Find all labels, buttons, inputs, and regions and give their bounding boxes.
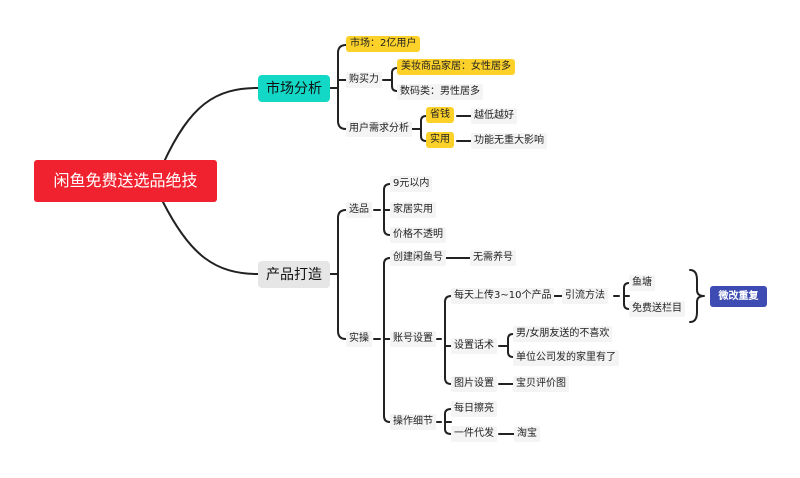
topic-daily-upload[interactable]: 每天上传3~10个产品: [451, 288, 555, 304]
topic-script-line-2[interactable]: 单位公司发的家里有了: [513, 350, 619, 366]
topic-selection[interactable]: 选品: [346, 202, 372, 218]
topic-free-column[interactable]: 免费送栏目: [629, 301, 685, 317]
topic-practical[interactable]: 实用: [426, 132, 454, 148]
topic-selection-item-1[interactable]: 9元以内: [390, 176, 433, 192]
topic-save-money-detail[interactable]: 越低越好: [471, 108, 517, 124]
topic-save-money[interactable]: 省钱: [426, 107, 454, 123]
topic-product-building[interactable]: 产品打造: [258, 261, 330, 288]
topic-set-script[interactable]: 设置话术: [451, 338, 497, 354]
topic-market-analysis[interactable]: 市场分析: [258, 75, 330, 102]
topic-buying-power[interactable]: 购买力: [346, 72, 382, 88]
topic-daily-polish[interactable]: 每日擦亮: [451, 401, 497, 417]
topic-account-settings[interactable]: 账号设置: [390, 331, 436, 347]
topic-digital[interactable]: 数码类：男性居多: [397, 84, 483, 100]
topic-user-demand[interactable]: 用户需求分析: [346, 121, 412, 137]
topic-script-line-1[interactable]: 男/女朋友送的不喜欢: [513, 326, 613, 342]
topic-traffic-method[interactable]: 引流方法: [562, 288, 608, 304]
topic-beauty-home[interactable]: 美妆商品家居：女性居多: [397, 59, 515, 75]
topic-selection-item-3[interactable]: 价格不透明: [390, 227, 446, 243]
topic-taobao[interactable]: 淘宝: [514, 426, 540, 442]
topic-review-image[interactable]: 宝贝评价图: [513, 376, 569, 392]
topic-create-account[interactable]: 创建闲鱼号: [390, 250, 446, 266]
topic-no-nurture[interactable]: 无需养号: [470, 250, 516, 266]
topic-market-size[interactable]: 市场：2亿用户: [346, 36, 421, 52]
topic-image-settings[interactable]: 图片设置: [451, 376, 497, 392]
topic-operation-details[interactable]: 操作细节: [390, 414, 436, 430]
topic-dropship[interactable]: 一件代发: [451, 426, 497, 442]
summary-tag-tweak-repeat[interactable]: 微改重复: [710, 286, 767, 307]
topic-practical-detail[interactable]: 功能无重大影响: [471, 133, 547, 149]
root-topic[interactable]: 闲鱼免费送选品绝技: [34, 160, 217, 202]
topic-practice[interactable]: 实操: [346, 331, 372, 347]
topic-fish-pond[interactable]: 鱼塘: [629, 275, 655, 291]
topic-selection-item-2[interactable]: 家居实用: [390, 202, 436, 218]
